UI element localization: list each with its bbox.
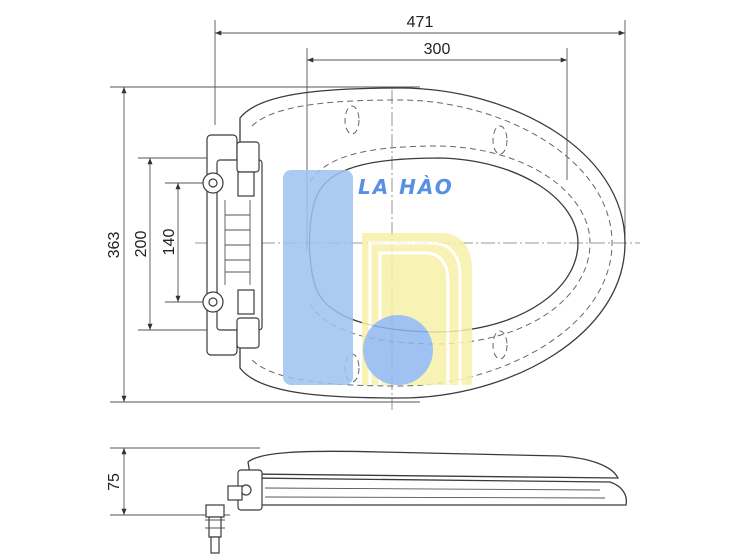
seat-side-view <box>205 450 628 554</box>
watermark-text: LA HÀO <box>358 175 454 199</box>
overall-width-label: 363 <box>106 232 123 259</box>
dimension-hinge-outer-spacing: 200 <box>133 157 215 331</box>
hinge-assembly <box>202 134 263 356</box>
overall-length-label: 471 <box>407 14 434 31</box>
dimension-overall-length: 471 <box>214 14 626 240</box>
inner-length-label: 300 <box>424 41 451 58</box>
watermark-blue-bar <box>283 170 353 385</box>
hinge-bolt-spacing-label: 140 <box>161 229 178 256</box>
watermark-logo: LA HÀO <box>283 170 472 385</box>
seat-height-label: 75 <box>106 473 123 491</box>
dimension-seat-height: 75 <box>106 447 260 516</box>
hinge-outer-spacing-label: 200 <box>133 231 150 258</box>
watermark-blue-circle <box>363 315 433 385</box>
dimension-overall-width: 363 <box>106 86 420 403</box>
dimension-hinge-bolt-spacing: 140 <box>161 182 218 303</box>
